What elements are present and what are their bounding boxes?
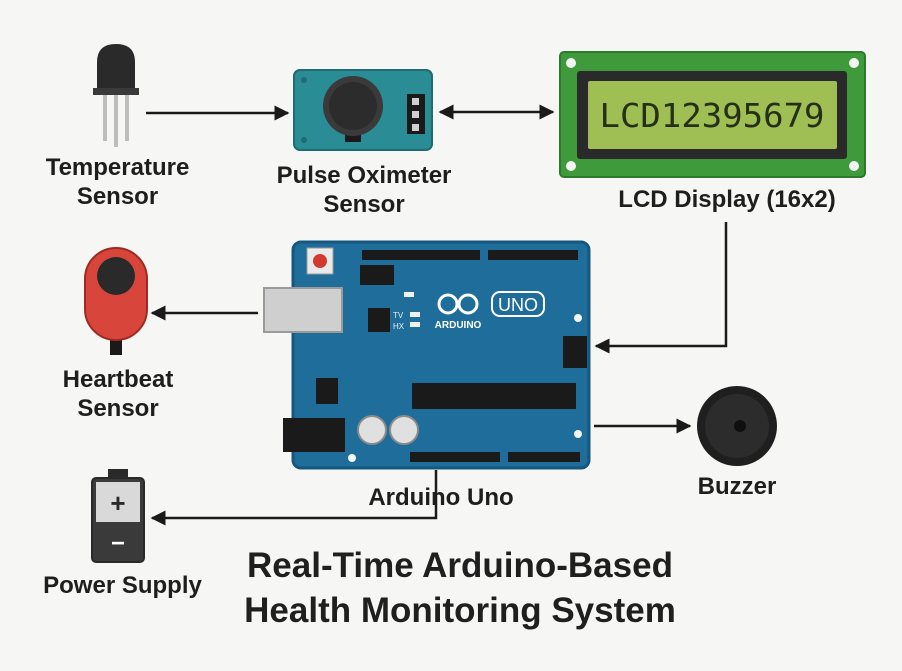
pulse-oximeter-label-line1: Pulse Oximeter: [276, 162, 452, 189]
arrow-arduino-to-power-supply: [150, 470, 438, 526]
pulse-oximeter-label: Pulse Oximeter Sensor: [258, 162, 470, 220]
battery-plus-sign: +: [110, 488, 125, 518]
battery-minus-sign: −: [111, 530, 125, 557]
connection-arrows: [146, 104, 728, 526]
lcd-display-icon: LCD12395679: [559, 51, 866, 178]
diagram-title-line1: Real-Time Arduino-Based: [247, 546, 673, 585]
pulse-oximeter-sensor-icon: [293, 69, 433, 151]
power-supply-label: Power Supply: [43, 572, 202, 599]
arduino-board-icon: TV HX ARDUINO UNO: [263, 240, 591, 470]
lcd-screen-text: LCD12395679: [600, 96, 825, 135]
buzzer-label: Buzzer: [697, 473, 777, 500]
temperature-sensor-label-line1: Temperature: [45, 154, 190, 181]
heartbeat-sensor-label-line1: Heartbeat: [62, 366, 174, 393]
diagram-title: Real-Time Arduino-Based Health Monitorin…: [150, 544, 770, 634]
temperature-sensor-icon: [93, 44, 139, 147]
arduino-logo-icon: [437, 293, 479, 315]
board-led-rx: HX: [393, 322, 405, 331]
board-logo-text: ARDUINO: [435, 320, 482, 331]
arduino-uno-label: Arduino Uno: [368, 484, 514, 511]
pulse-oximeter-label-line2: Sensor: [323, 190, 405, 218]
buzzer-icon: [697, 386, 777, 466]
board-model-text: UNO: [498, 295, 538, 315]
heartbeat-sensor-label: Heartbeat Sensor: [28, 366, 208, 424]
arrow-lcd-to-arduino: [594, 222, 728, 354]
lcd-display-label: LCD Display (16x2): [618, 186, 836, 213]
power-supply-battery-icon: + −: [91, 469, 145, 563]
heartbeat-sensor-label-line2: Sensor: [77, 394, 159, 422]
diagram-title-line2: Health Monitoring System: [244, 590, 676, 630]
board-led-tx: TV: [393, 311, 404, 320]
heartbeat-sensor-icon: [84, 247, 148, 355]
temperature-sensor-label-line2: Sensor: [76, 182, 159, 210]
temperature-sensor-label: Temperature Sensor: [20, 154, 215, 212]
